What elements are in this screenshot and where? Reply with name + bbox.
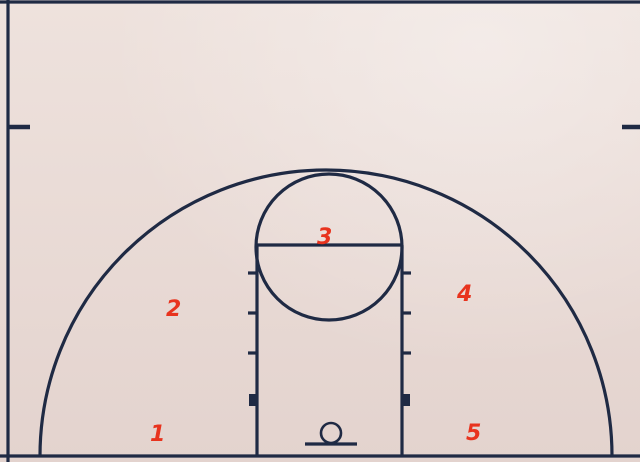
- three-point-arc: [38, 168, 614, 457]
- free-throw-circle: [254, 172, 404, 322]
- rim: [319, 421, 343, 445]
- position-label-4: 4: [456, 282, 472, 307]
- position-label-2: 2: [166, 297, 181, 322]
- position-label-5: 5: [466, 421, 481, 446]
- lane-block-right: [402, 394, 410, 406]
- position-label-3: 3: [317, 225, 332, 250]
- position-label-1: 1: [150, 422, 165, 447]
- lane-block-left: [249, 394, 257, 406]
